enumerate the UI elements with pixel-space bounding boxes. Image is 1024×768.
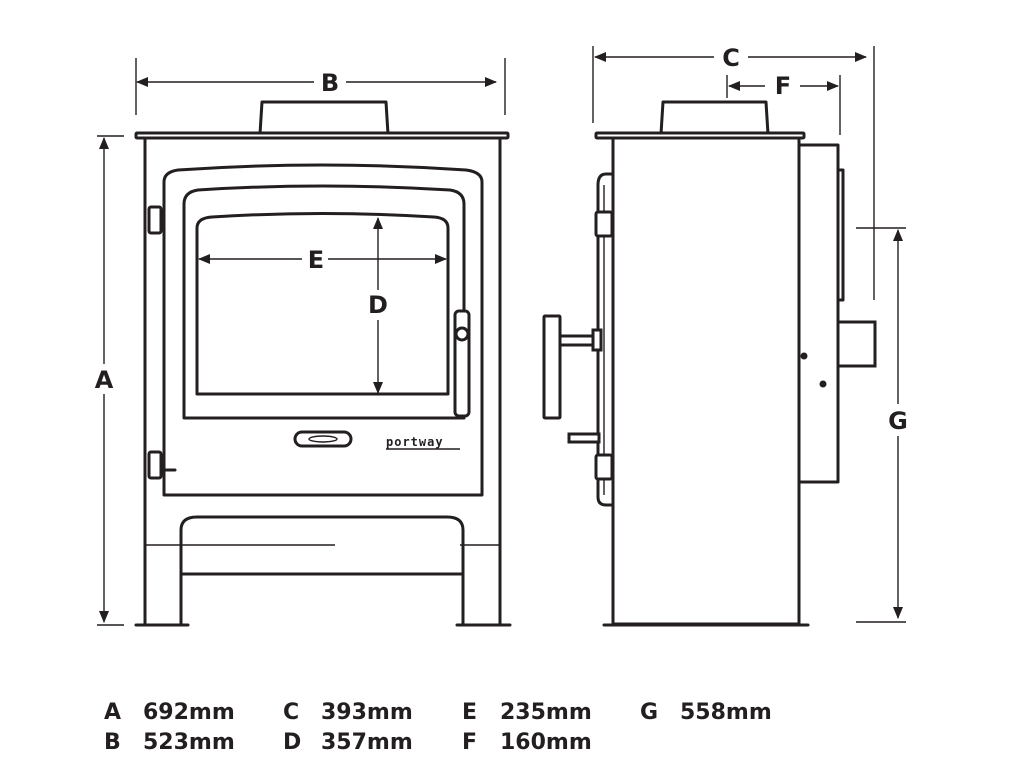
front-view: portway bbox=[134, 100, 512, 627]
label-f: F bbox=[775, 72, 791, 100]
dimension-labels: B A E D C F G bbox=[95, 44, 908, 435]
side-view bbox=[542, 100, 877, 627]
label-e: E bbox=[308, 246, 324, 274]
label-a: A bbox=[95, 366, 114, 394]
label-g: G bbox=[888, 407, 908, 435]
dimension-lines bbox=[97, 46, 906, 626]
label-c: C bbox=[722, 44, 740, 72]
label-b: B bbox=[321, 69, 339, 97]
brand-logo: portway bbox=[386, 435, 444, 449]
label-d: D bbox=[368, 291, 388, 319]
